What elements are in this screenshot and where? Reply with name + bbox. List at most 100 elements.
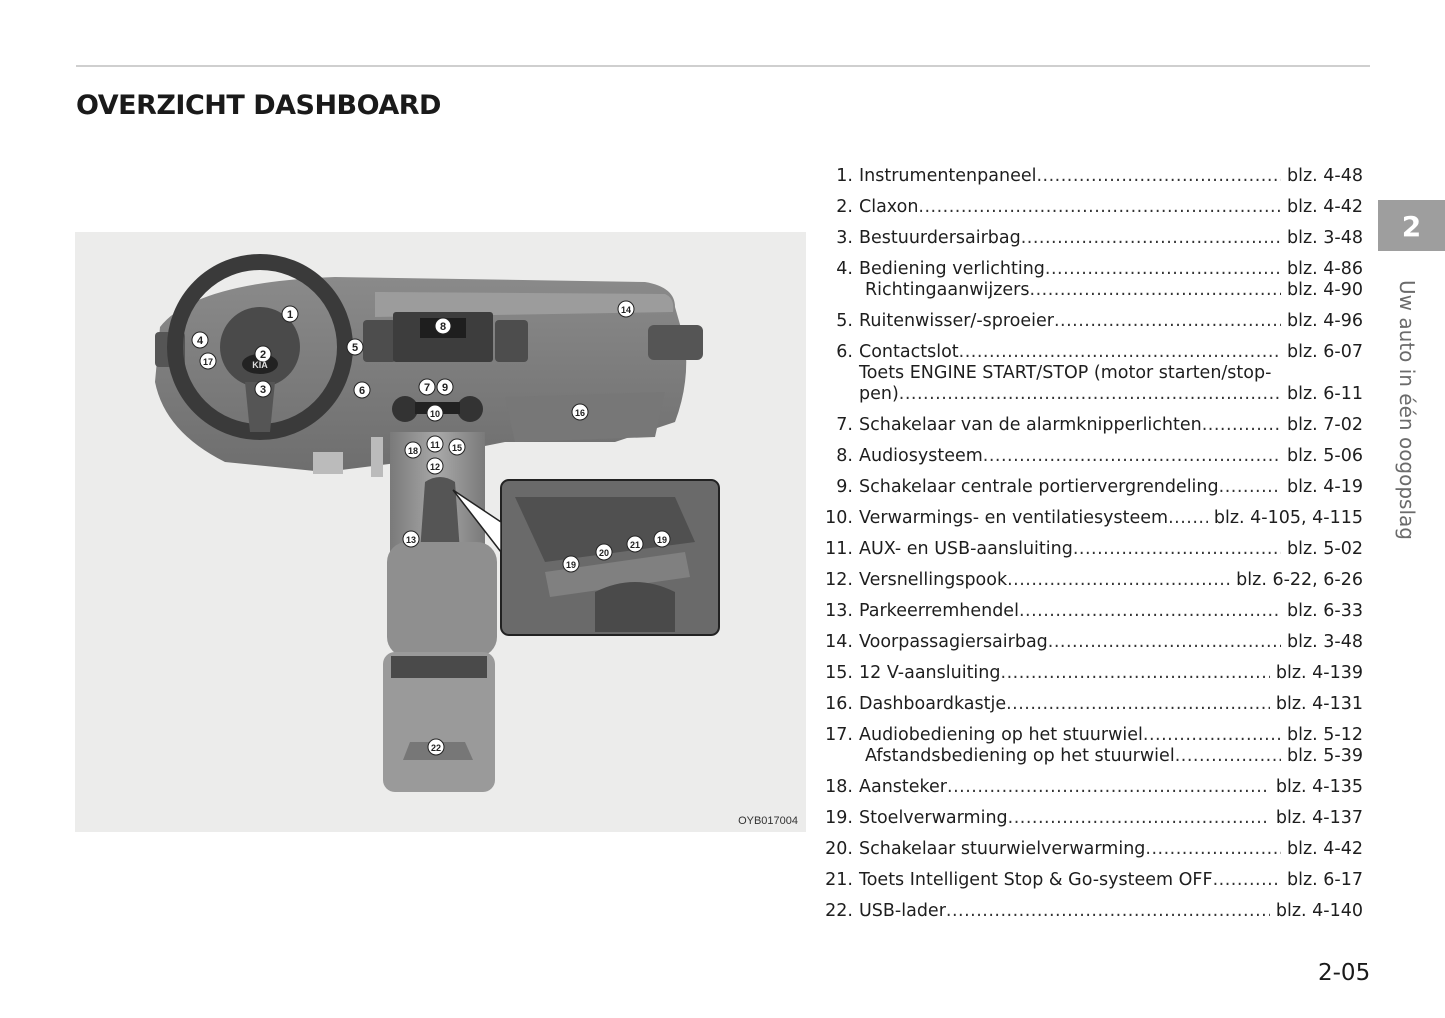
item-label-continued: Toets ENGINE START/STOP (motor starten/s…: [859, 363, 1272, 383]
item-label: Afstandsbediening op het stuurwiel: [865, 746, 1175, 766]
page-reference: blz. 6-22, 6-26: [1236, 570, 1363, 590]
page-reference: blz. 3-48: [1287, 632, 1363, 652]
svg-text:21: 21: [630, 540, 640, 550]
chapter-tab[interactable]: 2: [1378, 200, 1445, 251]
item-number: 15.: [825, 663, 853, 683]
item-number: 1.: [836, 166, 853, 186]
list-item: 21.Toets Intelligent Stop & Go-systeem O…: [815, 870, 1363, 891]
leader-dots: [1021, 228, 1281, 249]
item-label: Schakelaar van de alarmknipperlichten: [859, 415, 1202, 435]
item-label: Schakelaar stuurwielverwarming: [859, 839, 1146, 859]
toc-line: 20.Schakelaar stuurwielverwarmingblz. 4-…: [815, 839, 1363, 860]
toc-line: 6. Contactslot blz. 6-07: [815, 342, 1363, 363]
item-label: Contactslot: [859, 342, 959, 362]
list-item: 18.Aanstekerblz. 4-135: [815, 777, 1363, 798]
svg-text:19: 19: [566, 560, 576, 570]
page-reference: blz. 4-96: [1287, 311, 1363, 331]
page-reference: blz. 5-06: [1287, 446, 1363, 466]
page-reference: blz. 4-135: [1275, 777, 1363, 797]
item-label: 12 V-aansluiting: [859, 663, 1001, 683]
item-label: pen): [859, 384, 899, 404]
leader-dots: [1048, 632, 1281, 653]
toc-line: 5.Ruitenwisser/-sproeierblz. 4-96: [815, 311, 1363, 332]
toc-line: 13.Parkeerremhendelblz. 6-33: [815, 601, 1363, 622]
item-label: Ruitenwisser/-sproeier: [859, 311, 1054, 331]
page-reference: blz. 4-48: [1287, 166, 1363, 186]
toc-line: Richtingaanwijzersblz. 4-90: [815, 280, 1363, 301]
list-item: 1. Instrumentenpaneel blz. 4-48: [815, 166, 1363, 187]
svg-text:5: 5: [352, 342, 358, 354]
list-item: 11.AUX- en USB-aansluitingblz. 5-02: [815, 539, 1363, 560]
page-number: 2-05: [1318, 960, 1371, 986]
item-number: 6.: [836, 342, 853, 362]
page-reference: blz. 4-137: [1275, 808, 1363, 828]
list-item: 2.Claxonblz. 4-42: [815, 197, 1363, 218]
toc-line: 17.Audiobediening op het stuurwielblz. 5…: [815, 725, 1363, 746]
item-label: AUX- en USB-aansluiting: [859, 539, 1073, 559]
list-item: 12.Versnellingspookblz. 6-22, 6-26: [815, 570, 1363, 591]
figure-code: OYB017004: [738, 815, 798, 827]
item-label: Claxon: [859, 197, 919, 217]
svg-text:17: 17: [203, 357, 213, 367]
item-number: 11.: [825, 539, 853, 559]
svg-text:16: 16: [575, 408, 585, 418]
list-item: 4.Bediening verlichtingblz. 4-86Richting…: [815, 259, 1363, 301]
item-label: Instrumentenpaneel: [859, 166, 1037, 186]
leader-dots: [899, 384, 1281, 405]
leader-dots: [1168, 508, 1208, 529]
svg-text:18: 18: [408, 446, 418, 456]
toc-line: 14.Voorpassagiersairbagblz. 3-48: [815, 632, 1363, 653]
toc-line: 19. Stoelverwarming blz. 4-137: [815, 808, 1363, 829]
leader-dots: [1001, 663, 1270, 684]
leader-dots: [1036, 166, 1281, 187]
list-item: 17.Audiobediening op het stuurwielblz. 5…: [815, 725, 1363, 767]
page-reference: blz. 4-19: [1287, 477, 1363, 497]
kia-logo: KIA: [252, 360, 268, 370]
page-reference: blz. 4-86: [1287, 259, 1363, 279]
item-label: Stoelverwarming: [859, 808, 1008, 828]
list-item: 19. Stoelverwarming blz. 4-137: [815, 808, 1363, 829]
item-label: Audiosysteem: [859, 446, 983, 466]
item-number: 19.: [825, 808, 853, 828]
leader-dots: [1073, 539, 1281, 560]
page-reference: blz. 4-90: [1287, 280, 1363, 300]
list-item: 5.Ruitenwisser/-sproeierblz. 4-96: [815, 311, 1363, 332]
item-number: 8.: [836, 446, 853, 466]
leader-dots: [1143, 725, 1281, 746]
svg-text:11: 11: [430, 440, 440, 450]
page-reference: blz. 3-48: [1287, 228, 1363, 248]
leader-dots: [1219, 477, 1281, 498]
page-reference: blz. 4-42: [1287, 197, 1363, 217]
page-reference: blz. 5-39: [1287, 746, 1363, 766]
svg-text:6: 6: [359, 385, 365, 397]
leader-dots: [1175, 746, 1281, 767]
leader-dots: [947, 777, 1270, 798]
item-number: 21.: [825, 870, 853, 890]
item-number: 17.: [825, 725, 853, 745]
item-number: 22.: [825, 901, 853, 921]
page-reference: blz. 4-42: [1287, 839, 1363, 859]
item-label: Versnellingspook: [859, 570, 1008, 590]
page-reference: blz. 6-07: [1287, 342, 1363, 362]
toc-line: 7.Schakelaar van de alarmknipperlichtenb…: [815, 415, 1363, 436]
page-reference: blz. 6-11: [1287, 384, 1363, 404]
page-title: OVERZICHT DASHBOARD: [76, 90, 441, 121]
list-item: 20.Schakelaar stuurwielverwarmingblz. 4-…: [815, 839, 1363, 860]
svg-text:4: 4: [197, 335, 204, 347]
leader-dots: [1006, 694, 1270, 715]
svg-text:1: 1: [287, 309, 293, 321]
svg-text:20: 20: [599, 548, 609, 558]
leader-dots: [1008, 808, 1270, 829]
page-reference: blz. 7-02: [1287, 415, 1363, 435]
leader-dots: [1045, 259, 1281, 280]
leader-dots: [1007, 570, 1230, 591]
svg-text:19: 19: [657, 535, 667, 545]
svg-text:3: 3: [260, 384, 266, 396]
list-item: 8. Audiosysteem blz. 5-06: [815, 446, 1363, 467]
item-label: USB-lader: [859, 901, 946, 921]
svg-text:7: 7: [424, 382, 430, 394]
toc-line: 2.Claxonblz. 4-42: [815, 197, 1363, 218]
leader-dots: [1054, 311, 1281, 332]
page-reference: blz. 4-139: [1275, 663, 1363, 683]
